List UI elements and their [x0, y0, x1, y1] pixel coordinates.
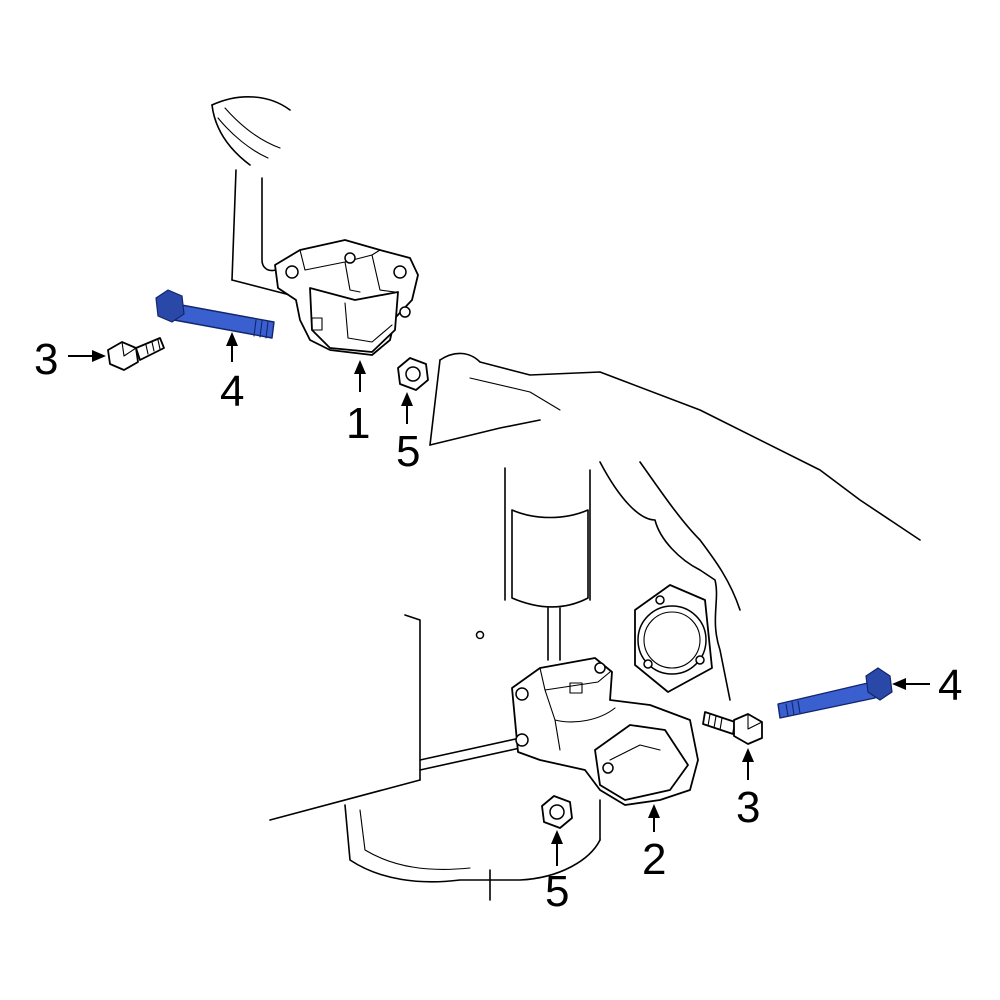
- callout-4-left: 4: [220, 367, 244, 416]
- short-bolt-left: [107, 337, 165, 371]
- short-bolt-right: [702, 711, 763, 745]
- lower-engine-mount: [511, 657, 699, 806]
- callout-5-lower: 5: [545, 867, 569, 916]
- nut-upper: [397, 357, 429, 391]
- callout-5-upper: 5: [396, 427, 420, 476]
- callout-3-right: 3: [736, 783, 760, 832]
- callout-4-right: 4: [938, 661, 962, 710]
- callout-1: 1: [346, 399, 370, 448]
- callout-2: 2: [642, 835, 666, 884]
- callout-arrows: [68, 332, 930, 866]
- upper-engine-mount: [274, 239, 419, 356]
- engine-outline: [211, 96, 921, 901]
- callout-3-left: 3: [34, 335, 58, 384]
- long-bolt-left: [155, 289, 275, 339]
- nut-lower: [541, 795, 573, 829]
- long-bolt-right: [777, 667, 893, 719]
